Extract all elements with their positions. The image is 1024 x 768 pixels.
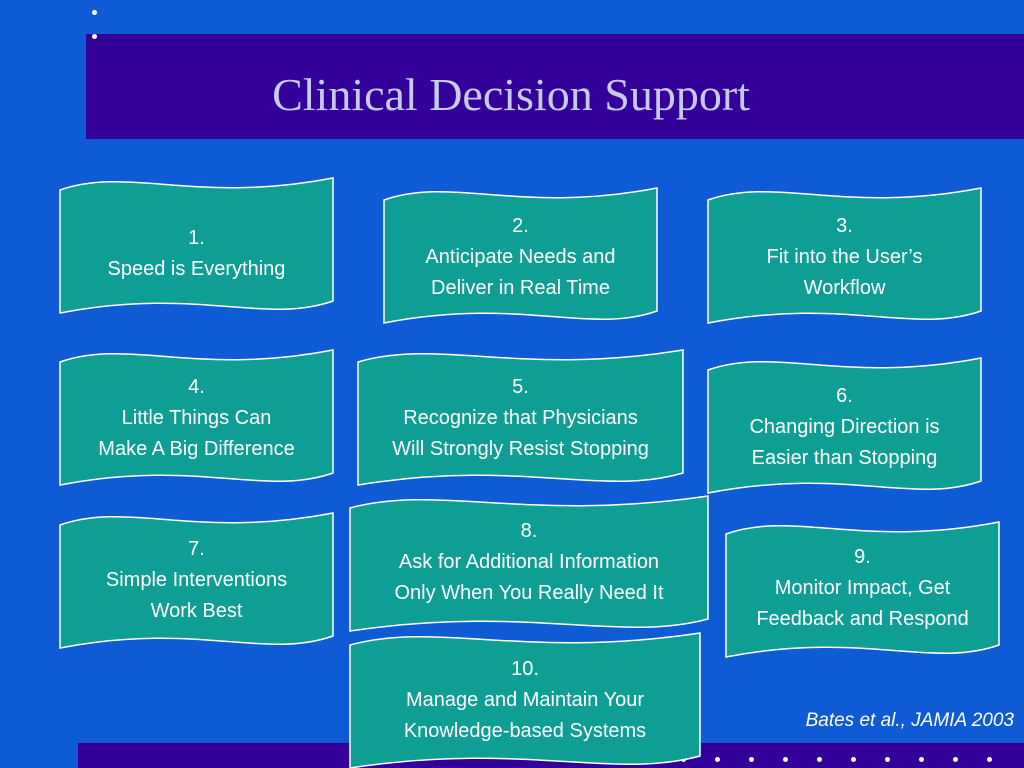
banner-shape [707,357,982,494]
banner-number: 9. [854,546,871,568]
decorative-dot [749,757,754,762]
banner-text-line: Changing Direction is [749,416,940,438]
banner-text-line: Deliver in Real Time [431,277,610,299]
decorative-dot [919,757,924,762]
banner-shape [357,349,684,486]
banner-text-line: Knowledge-based Systems [403,720,647,742]
banner-text-line: Manage and Maintain Your [406,689,644,711]
banner-text-line: Ask for Additional Information [398,551,660,573]
banner-shape [59,177,334,314]
banner-shape [59,512,334,649]
decorative-dot [92,34,97,39]
decorative-dot [851,757,856,762]
banner-text-line: Will Strongly Resist Stopping [392,438,649,460]
slide-title: Clinical Decision Support [272,69,750,120]
banner-shape [349,632,701,768]
banner-number: 3. [836,215,853,237]
banner-number: 8. [520,520,538,542]
banner-text-line: Easier than Stopping [751,447,938,469]
banner-2: 2. Anticipate Needs and Deliver in Real … [383,187,658,324]
banner-number: 4. [188,376,205,398]
banner-6: 6. Changing Direction is Easier than Sto… [707,357,982,494]
banner-9: 9. Monitor Impact, Get Feedback and Resp… [725,521,1000,658]
decorative-dot [885,757,890,762]
banner-text-line: Only When You Really Need It [394,582,664,604]
banner-number: 7. [188,538,205,560]
banner-text-line: Work Best [150,600,243,622]
decorative-dot [715,757,720,762]
banner-text-line: Fit into the User’s [766,246,923,268]
decorative-dot [783,757,788,762]
banner-text-line: Recognize that Physicians [403,407,638,429]
banner-text-line: Anticipate Needs and [425,246,616,268]
banner-text-line: Simple Interventions [105,569,288,591]
banner-1: 1. Speed is Everything [59,177,334,314]
banner-text-line: Speed is Everything [107,258,286,280]
decorative-dot [92,10,97,15]
title-band [86,34,1024,139]
banner-number: 10. [511,658,539,680]
banner-4: 4. Little Things Can Make A Big Differen… [59,349,334,486]
banner-shape [59,349,334,486]
banner-5: 5. Recognize that Physicians Will Strong… [357,349,684,486]
banner-10: 10. Manage and Maintain Your Knowledge-b… [349,632,701,768]
banner-7: 7. Simple Interventions Work Best [59,512,334,649]
banner-shape [383,187,658,324]
banner-number: 2. [512,215,529,237]
banner-text-line: Workflow [803,277,886,299]
decorative-dot [817,757,822,762]
decorative-dot [987,757,992,762]
banner-shape [349,495,709,632]
banner-shape [725,521,1000,658]
banner-text-line: Make A Big Difference [98,438,295,460]
banner-shape [707,187,982,324]
citation: Bates et al., JAMIA 2003 [805,710,1014,731]
banner-text-line: Feedback and Respond [756,608,969,630]
banner-text-line: Little Things Can [121,407,272,429]
banner-8: 8. Ask for Additional Information Only W… [349,495,709,632]
banner-3: 3. Fit into the User’s Workflow [707,187,982,324]
banner-number: 6. [836,385,853,407]
banner-text-line: Monitor Impact, Get [774,577,951,599]
banner-number: 5. [512,376,529,398]
decorative-dot [953,757,958,762]
banner-number: 1. [188,227,205,249]
